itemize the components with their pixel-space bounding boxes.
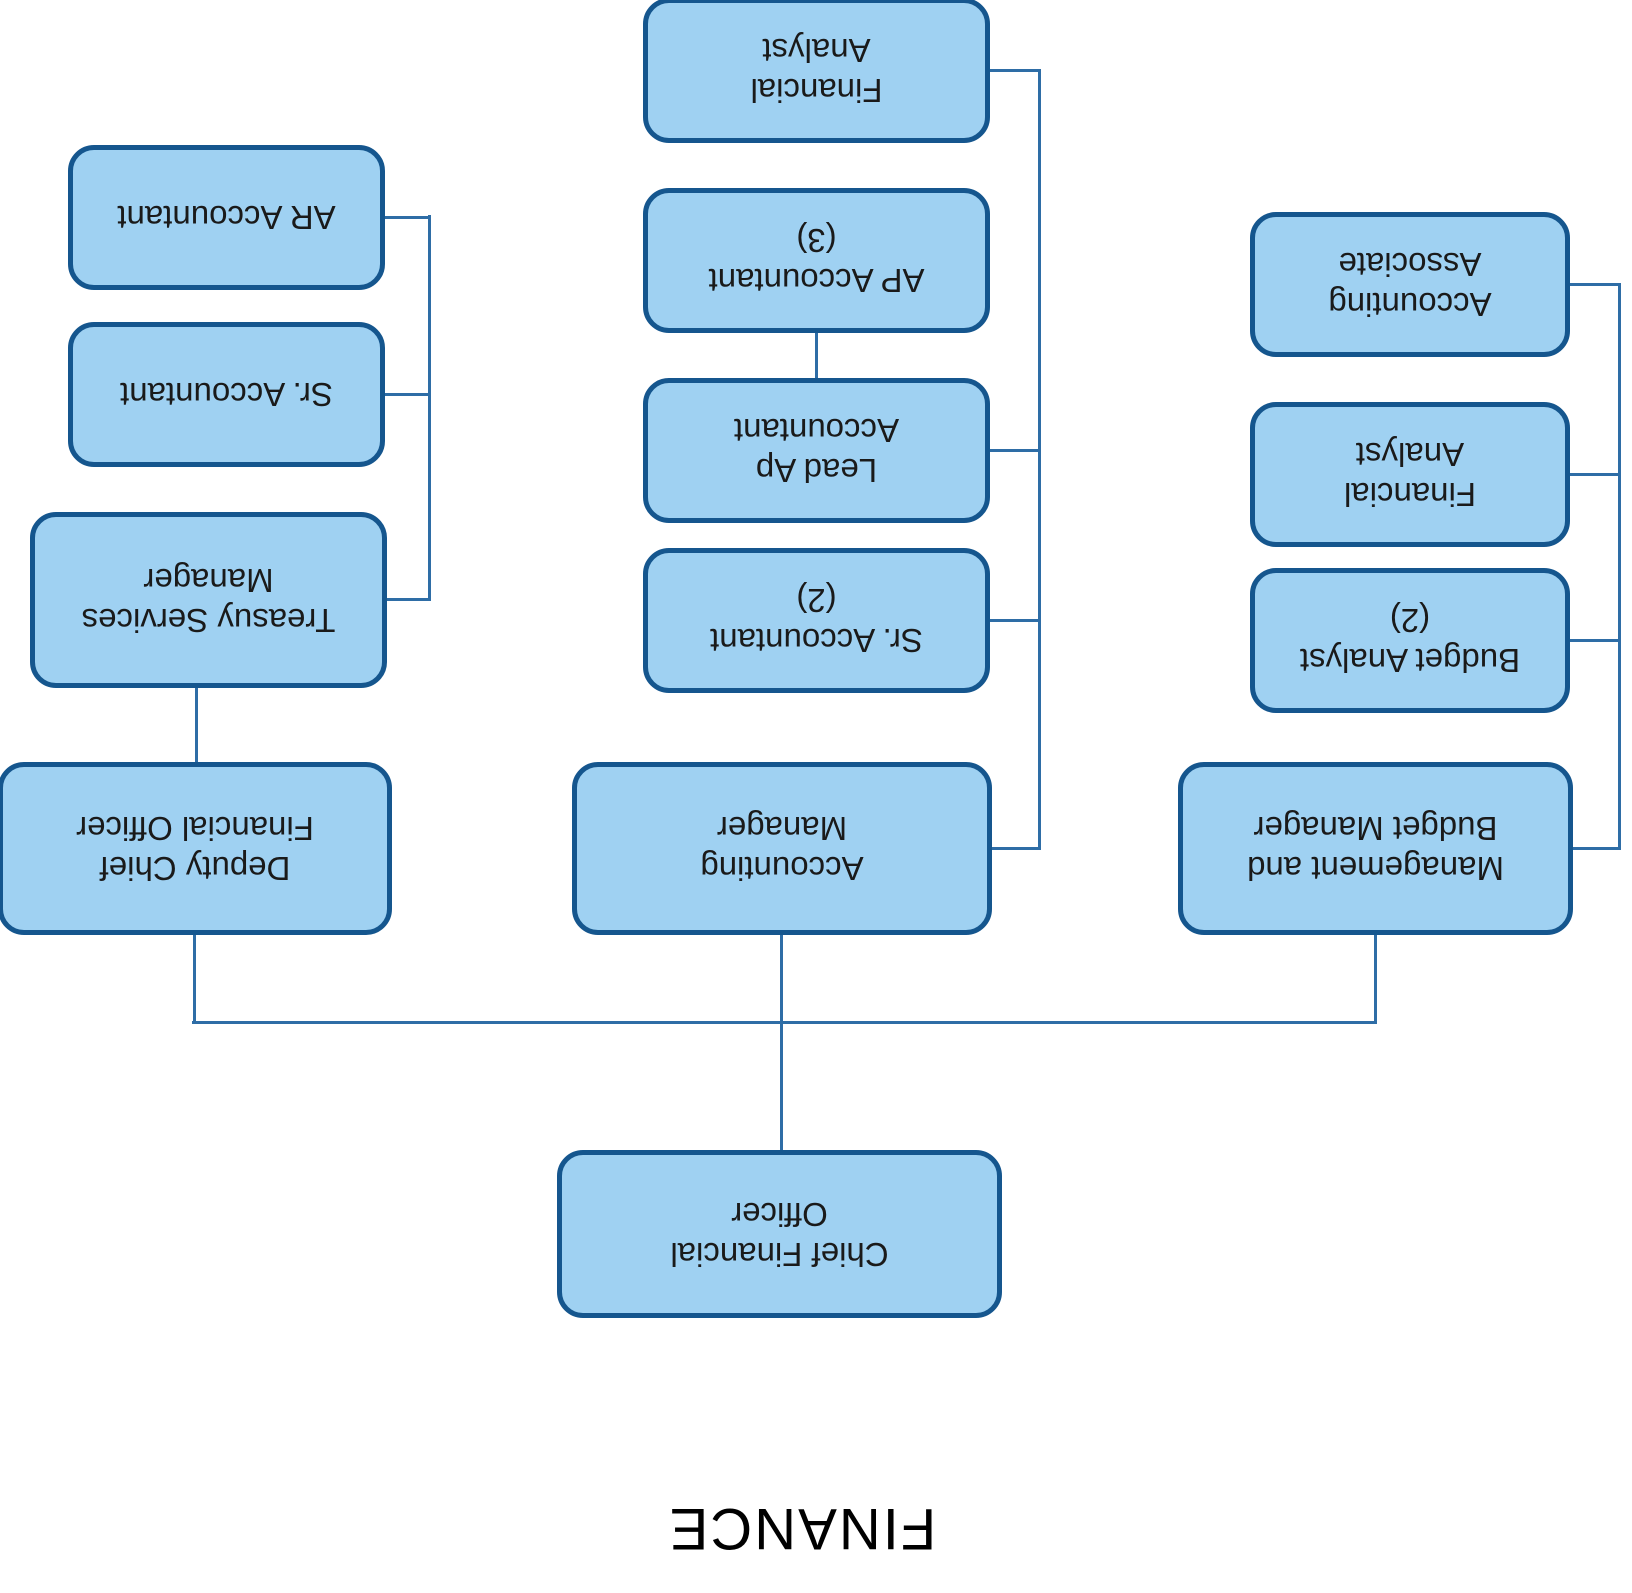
connector-treasury-manager-stub xyxy=(387,598,431,601)
connector-cfo-trunk xyxy=(780,1023,783,1150)
connector-budget-manager-stub xyxy=(1573,847,1621,850)
org-box-label-line: Officer xyxy=(731,1196,828,1233)
org-box-lead-ap-accountant: Lead Ap Accountant xyxy=(643,378,990,523)
connector-manager-rail xyxy=(192,1021,1377,1024)
org-box-label-line: Budget Manager xyxy=(1253,810,1498,848)
connector-accounting-manager-stub xyxy=(992,847,1041,850)
org-box-label-line: Analyst xyxy=(762,32,871,70)
org-box-label-line: Management and xyxy=(1247,850,1504,888)
connector-lead-ap-to-ap-accountant xyxy=(815,333,818,378)
connector-sr-accountant-stub xyxy=(385,393,431,396)
org-box-accounting-manager: Accounting Manager xyxy=(572,762,992,935)
connector-ar-accountant-stub xyxy=(385,216,431,219)
org-box-label-line: Financial xyxy=(1343,476,1477,514)
org-box-financial-analyst-budget: Financial Analyst xyxy=(1250,402,1570,547)
org-box-label-line: AP Accountant xyxy=(708,262,925,300)
org-box-treasury-services-manager: Treasuy Services Manager xyxy=(30,512,387,688)
org-box-management-and-budget-manager: Management and Budget Manager xyxy=(1178,762,1573,935)
connector-sr-accountant-2-stub xyxy=(990,619,1041,622)
org-box-sr-accountant: Sr. Accountant xyxy=(68,322,385,467)
chart-title: FINANCE xyxy=(667,1496,937,1561)
org-box-financial-analyst-accounting: Financial Analyst xyxy=(643,0,990,143)
org-box-label-line: Sr. Accountant xyxy=(120,376,333,414)
org-box-ap-accountant-3: AP Accountant (3) xyxy=(643,188,990,333)
org-box-label-line: Accounting xyxy=(700,850,864,888)
org-box-label-line: Manager xyxy=(716,810,848,848)
org-box-deputy-chief-financial-officer: Deputy Chief Financial Officer xyxy=(0,762,392,935)
org-box-label-line: Financial xyxy=(750,72,883,110)
connector-lead-ap-accountant-stub xyxy=(990,449,1041,452)
org-box-label-line: Deputy Chief xyxy=(99,850,291,888)
org-box-label-line: (3) xyxy=(796,222,837,260)
org-box-label-line: Sr. Accountant xyxy=(710,622,923,660)
connector-financial-analyst-accounting-stub xyxy=(990,69,1041,72)
org-box-label-line: Accountant xyxy=(733,412,900,450)
org-box-sr-accountant-2: Sr. Accountant (2) xyxy=(643,548,990,693)
org-box-label-line: Treasuy Services xyxy=(81,602,336,639)
connector-budget-analyst-stub xyxy=(1570,639,1621,642)
connector-financial-analyst-budget-stub xyxy=(1570,473,1621,476)
org-box-label-line: Budget Analyst xyxy=(1299,642,1521,680)
connector-budget-branch-rail xyxy=(1618,284,1621,850)
org-box-label-line: Chief Financial xyxy=(670,1236,889,1273)
org-box-ar-accountant: AR Accountant xyxy=(68,145,385,290)
connector-accounting-branch-rail xyxy=(1038,70,1041,850)
org-box-label-line: (2) xyxy=(796,582,837,620)
org-box-chief-financial-officer: Chief Financial Officer xyxy=(557,1150,1002,1318)
org-box-label-line: AR Accountant xyxy=(117,199,336,237)
org-box-label-line: (2) xyxy=(1389,602,1431,640)
org-box-label-line: Financial Officer xyxy=(76,810,314,848)
connector-treasury-branch-rail xyxy=(428,215,431,601)
connector-deputy-to-treasury xyxy=(195,688,198,762)
connector-drop-deputy-cfo xyxy=(193,935,196,1024)
org-box-label-line: Analyst xyxy=(1355,436,1465,474)
org-box-label-line: Manager xyxy=(143,562,274,599)
org-box-label-line: Associate xyxy=(1338,246,1482,284)
org-box-label-line: Accounting xyxy=(1328,286,1492,324)
connector-drop-accounting xyxy=(780,935,783,1024)
connector-drop-management-budget xyxy=(1374,935,1377,1024)
org-box-accounting-associate: Accounting Associate xyxy=(1250,212,1570,357)
org-box-budget-analyst: Budget Analyst (2) xyxy=(1250,568,1570,713)
org-box-label-line: Lead Ap xyxy=(755,452,878,490)
connector-accounting-associate-stub xyxy=(1570,283,1621,286)
